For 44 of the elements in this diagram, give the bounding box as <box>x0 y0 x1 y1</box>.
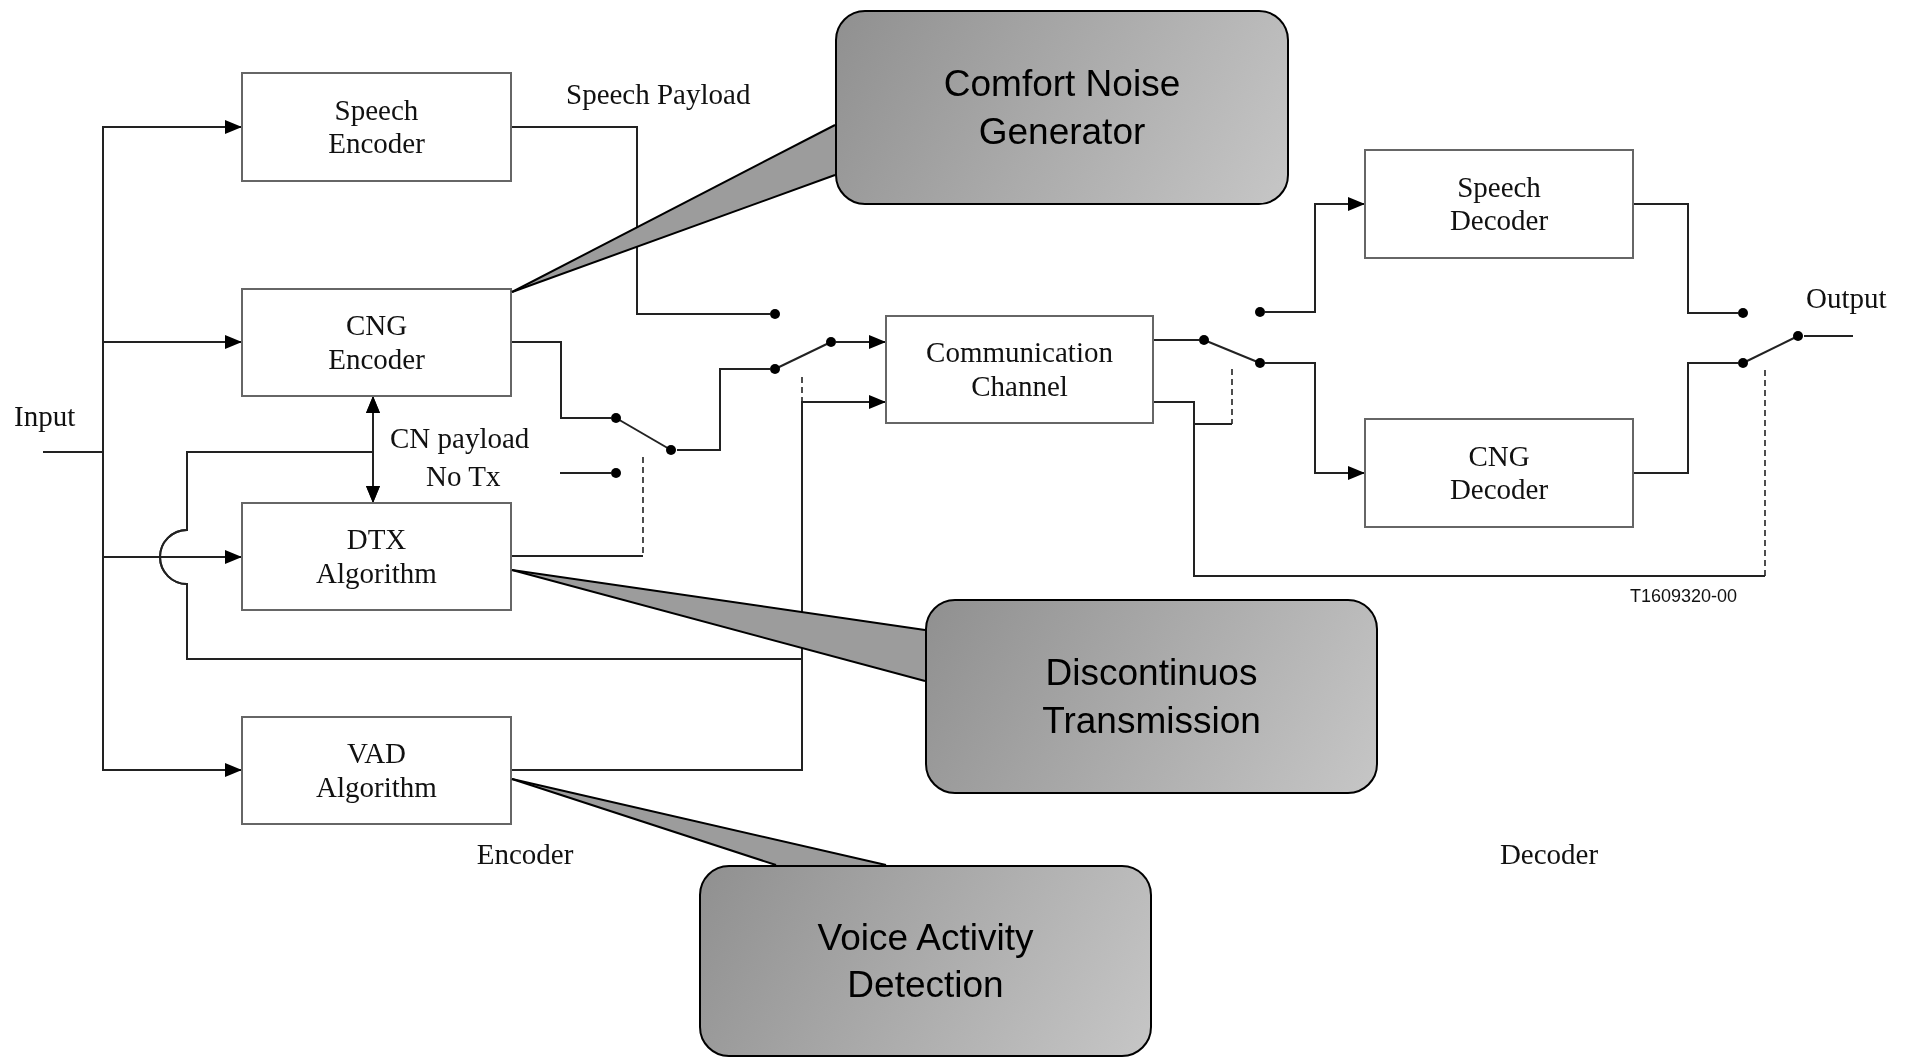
callout-text: Discontinuos Transmission <box>1041 651 1262 743</box>
switch-symbol <box>611 413 677 556</box>
process-box <box>241 72 512 182</box>
switch-symbol <box>770 309 836 402</box>
connector-line <box>1803 335 1854 337</box>
callout-bubble <box>835 10 1289 205</box>
connector-line <box>1633 203 1739 314</box>
signal-label: CN payload <box>390 422 530 455</box>
switch-symbol <box>1738 308 1804 576</box>
box-label: CNG Encoder <box>328 309 425 376</box>
box-label: Communication Channel <box>926 336 1113 403</box>
box-label: CNG Decoder <box>1449 439 1549 507</box>
callout-text: Comfort Noise Generator <box>942 62 1182 154</box>
section-label: Encoder <box>476 838 574 871</box>
connector-line <box>1633 362 1739 474</box>
process-box <box>241 288 512 397</box>
process-box <box>1364 418 1634 528</box>
signal-label: Input <box>14 400 94 452</box>
arrow <box>42 451 242 777</box>
box-label: Speech Decoder <box>1449 170 1549 238</box>
callout-text: Voice Activity Detection <box>816 915 1035 1007</box>
connector-line <box>511 126 771 315</box>
arrow <box>1264 362 1365 480</box>
connector-line <box>676 368 771 451</box>
callout-bubble <box>925 599 1378 794</box>
box-label: VAD Algorithm <box>316 737 437 804</box>
connector-line <box>511 341 612 419</box>
section-label: Decoder <box>1499 838 1599 871</box>
callout-bubble <box>699 865 1152 1057</box>
arrow <box>835 335 886 349</box>
connector-line <box>1153 339 1200 341</box>
box-label: Speech Encoder <box>328 93 425 161</box>
box-label: DTX Algorithm <box>316 523 437 590</box>
arrow <box>1264 197 1365 313</box>
connector-line <box>559 472 612 474</box>
process-box <box>885 315 1154 424</box>
connector-line <box>511 555 644 557</box>
signal-label: Output <box>1806 282 1902 336</box>
switch-symbol <box>1199 307 1265 424</box>
process-box <box>1364 149 1634 259</box>
process-box <box>241 716 512 825</box>
process-box <box>241 502 512 611</box>
figure-id: T1609320-00 <box>1630 586 1738 607</box>
signal-label: No Tx <box>426 460 560 494</box>
